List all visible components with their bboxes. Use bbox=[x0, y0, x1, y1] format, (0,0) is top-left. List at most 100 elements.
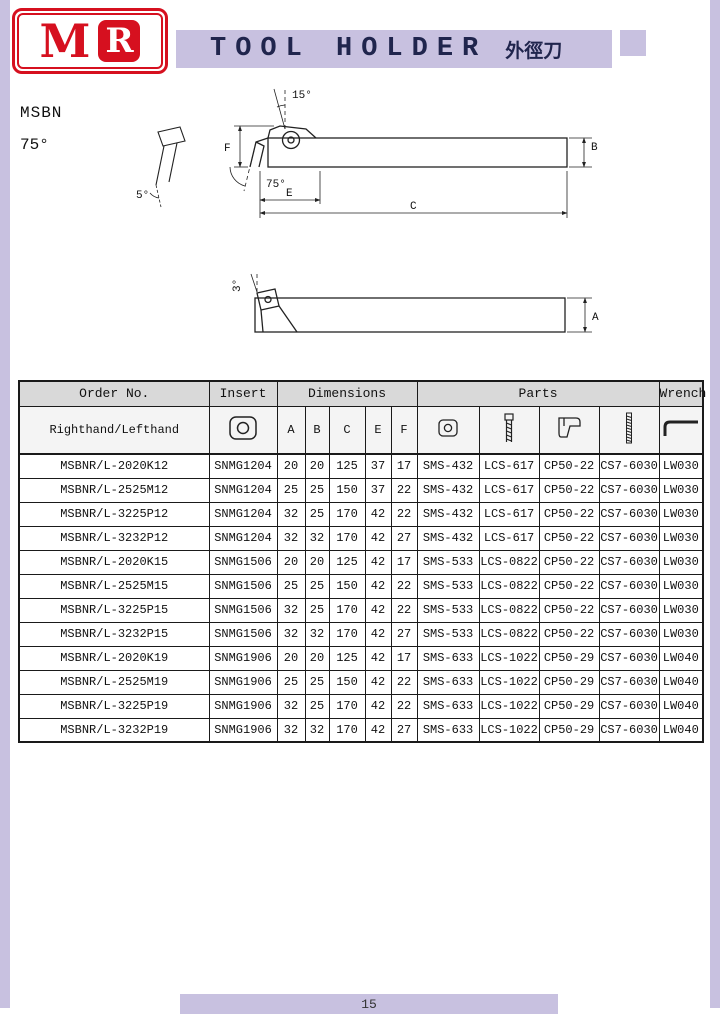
dim-e-cell: 42 bbox=[364, 501, 392, 527]
screw-part-cell: LCS-1022 bbox=[478, 645, 540, 671]
dim-f-cell: 22 bbox=[390, 477, 418, 503]
order-no-cell: MSBNR/L-3232P19 bbox=[18, 717, 210, 743]
dim-c-cell: 125 bbox=[328, 453, 366, 479]
clamp-part-cell: CP50-22 bbox=[538, 597, 600, 623]
dim-a-cell: 25 bbox=[276, 573, 306, 599]
screw-part-cell: LCS-0822 bbox=[478, 573, 540, 599]
table-header-row-2: Righthand/Lefthand A B C E F bbox=[18, 405, 704, 455]
dim-c-cell: 150 bbox=[328, 477, 366, 503]
dim-c-cell: 170 bbox=[328, 717, 366, 743]
order-no-cell: MSBNR/L-2020K12 bbox=[18, 453, 210, 479]
stud-part-cell: CS7-6030 bbox=[598, 717, 660, 743]
dim-b-cell: 32 bbox=[304, 717, 330, 743]
screw-part-cell: LCS-1022 bbox=[478, 693, 540, 719]
shim-part-cell: SMS-533 bbox=[416, 549, 480, 575]
tip-insert-outline bbox=[157, 126, 186, 147]
clamp-part-cell: CP50-22 bbox=[538, 621, 600, 647]
mr-logo-inner: M R bbox=[17, 13, 163, 69]
dim-b-cell: 20 bbox=[304, 645, 330, 671]
wrench-size-cell: LW030 bbox=[658, 573, 704, 599]
shim-part-cell: SMS-633 bbox=[416, 717, 480, 743]
dim-b-cell: 32 bbox=[304, 525, 330, 551]
table-header-row-1: Order No. Insert Dimensions Parts Wrench bbox=[18, 380, 706, 407]
insert-cell: SNMG1204 bbox=[208, 477, 278, 503]
wrench-size-cell: LW040 bbox=[658, 645, 704, 671]
insert-cell: SNMG1906 bbox=[208, 645, 278, 671]
dim-c-cell: 150 bbox=[328, 669, 366, 695]
dim-e-cell: 42 bbox=[364, 573, 392, 599]
wrench-size-cell: LW030 bbox=[658, 477, 704, 503]
dim-c-cell: 170 bbox=[328, 693, 366, 719]
order-no-cell: MSBNR/L-3225P15 bbox=[18, 597, 210, 623]
dim-c-cell: 150 bbox=[328, 573, 366, 599]
order-no-cell: MSBNR/L-3225P12 bbox=[18, 501, 210, 527]
stud-part-cell: CS7-6030 bbox=[598, 549, 660, 575]
clamp-outline bbox=[267, 125, 317, 139]
stud-icon-cell bbox=[598, 405, 660, 455]
stud-part-cell: CS7-6030 bbox=[598, 573, 660, 599]
dim-a-cell: 32 bbox=[276, 501, 306, 527]
insert-cell: SNMG1506 bbox=[208, 621, 278, 647]
clamp-part-cell: CP50-29 bbox=[538, 669, 600, 695]
col-dimensions: Dimensions bbox=[276, 380, 418, 407]
dim-e-cell: 37 bbox=[364, 453, 392, 479]
screw-part-cell: LCS-0822 bbox=[478, 549, 540, 575]
shim-part-cell: SMS-633 bbox=[416, 693, 480, 719]
wrench-icon bbox=[663, 420, 698, 436]
dim-f-cell: 17 bbox=[390, 645, 418, 671]
wrench-icon-cell bbox=[658, 405, 704, 455]
screw-icon-cell bbox=[478, 405, 540, 455]
dim-a-cell: 20 bbox=[276, 453, 306, 479]
clamp-icon bbox=[558, 417, 581, 438]
dim-f-cell: 27 bbox=[390, 621, 418, 647]
dim-f-cell: 22 bbox=[390, 597, 418, 623]
dim-e-cell: 42 bbox=[364, 645, 392, 671]
shim-part-cell: SMS-533 bbox=[416, 573, 480, 599]
shank-top-outline bbox=[254, 297, 566, 333]
dim-c-cell: 125 bbox=[328, 549, 366, 575]
shim-part-cell: SMS-432 bbox=[416, 477, 480, 503]
dim-e-cell: 42 bbox=[364, 693, 392, 719]
shim-part-cell: SMS-533 bbox=[416, 621, 480, 647]
angle-15-label: 15° bbox=[292, 90, 312, 102]
dim-b-cell: 25 bbox=[304, 573, 330, 599]
col-insert: Insert bbox=[208, 380, 278, 407]
order-no-cell: MSBNR/L-2525M15 bbox=[18, 573, 210, 599]
dim-f-cell: 27 bbox=[390, 525, 418, 551]
dim-e-cell: 42 bbox=[364, 525, 392, 551]
insert-cell: SNMG1506 bbox=[208, 573, 278, 599]
clamp-part-cell: CP50-29 bbox=[538, 693, 600, 719]
insert-cell: SNMG1906 bbox=[208, 717, 278, 743]
wrench-size-cell: LW030 bbox=[658, 525, 704, 551]
wrench-size-cell: LW030 bbox=[658, 597, 704, 623]
left-border-strip bbox=[0, 0, 10, 1008]
clamp-part-cell: CP50-22 bbox=[538, 525, 600, 551]
shank-outline bbox=[267, 137, 568, 168]
footer-bar: 15 bbox=[180, 994, 558, 1014]
dim-f-cell: 22 bbox=[390, 573, 418, 599]
wrench-size-cell: LW040 bbox=[658, 693, 704, 719]
shim-icon-cell bbox=[416, 405, 480, 455]
shim-part-cell: SMS-432 bbox=[416, 525, 480, 551]
screw-part-cell: LCS-1022 bbox=[478, 717, 540, 743]
dim-b-cell: 25 bbox=[304, 669, 330, 695]
angle-3-label: 3° bbox=[232, 279, 244, 292]
dim-b-cell: 25 bbox=[304, 693, 330, 719]
dim-a-cell: 32 bbox=[276, 597, 306, 623]
clamp-part-cell: CP50-22 bbox=[538, 477, 600, 503]
stud-part-cell: CS7-6030 bbox=[598, 501, 660, 527]
stud-part-cell: CS7-6030 bbox=[598, 693, 660, 719]
angle-5-label: 5° bbox=[136, 190, 149, 202]
dim-a-cell: 32 bbox=[276, 621, 306, 647]
stud-icon bbox=[626, 412, 633, 444]
dim-c-cell: 170 bbox=[328, 525, 366, 551]
col-dim-e: E bbox=[364, 405, 392, 455]
screw-icon bbox=[504, 413, 514, 442]
model-angle: 75° bbox=[20, 136, 49, 154]
